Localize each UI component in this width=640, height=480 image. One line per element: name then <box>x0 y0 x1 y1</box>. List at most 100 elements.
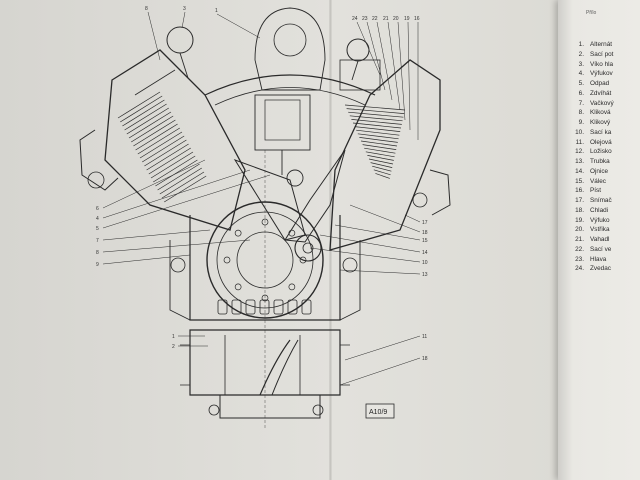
legend-item-number: 22. <box>575 245 584 253</box>
cooling-fin <box>153 155 196 183</box>
cooling-fin <box>164 175 207 203</box>
cooling-fin <box>368 158 394 165</box>
cooling-fin <box>135 123 178 151</box>
bolt-hole <box>288 229 296 237</box>
cooling-fin <box>159 167 202 195</box>
cooling-fin <box>133 119 176 147</box>
legend-item-label: Klikový <box>590 119 611 126</box>
legend-item-label: Alternát <box>590 41 613 48</box>
cooling-fin <box>348 111 404 118</box>
cooling-fin <box>370 162 393 168</box>
callout-left-0: 6 <box>96 206 99 212</box>
legend-item: 13. Trubka <box>560 157 614 167</box>
cooling-fin <box>131 115 174 143</box>
legend-item-number: 13. <box>575 158 584 165</box>
cooling-fin <box>144 139 187 167</box>
legend-item-label: Výfukov <box>590 70 613 78</box>
legend-item: 22. Sací ve <box>560 245 614 255</box>
right-cooling-fins <box>344 104 406 179</box>
left-connecting-rod <box>233 159 306 241</box>
callout-left-5: 9 <box>96 262 99 268</box>
web-slot <box>287 299 298 315</box>
legend-item-label: Výfuko <box>590 216 610 224</box>
legend-item: 12. Ložisko <box>560 147 614 157</box>
legend-item-label: Snímač <box>590 197 612 204</box>
cooling-fin <box>120 95 163 123</box>
legend-item-number: 16. <box>575 187 584 195</box>
crankcase-top <box>204 74 376 106</box>
web-slot <box>273 299 284 315</box>
cooling-fin <box>148 147 191 175</box>
legend-item: 16.Píst <box>560 186 614 196</box>
legend-item-number: 7. <box>578 99 584 107</box>
legend-item: 24.Zvedac <box>560 264 614 274</box>
legend-item-number: 18. <box>575 206 584 214</box>
legend-item-label: Sací ve <box>590 245 612 253</box>
legend-item-number: 9. <box>578 119 584 126</box>
legend-item-number: 12. <box>575 148 584 156</box>
plate-label-text: A10/9 <box>369 409 387 416</box>
cooling-fin <box>354 126 401 132</box>
cooling-fin <box>365 151 395 158</box>
callout-left-1: 4 <box>96 216 99 222</box>
web-slot <box>217 299 228 315</box>
legend-item-label: Ojnice <box>590 167 609 175</box>
bolt-hole <box>299 256 307 264</box>
callout-right-0: 17 <box>422 220 428 226</box>
legend-item-number: 3. <box>578 60 584 68</box>
legend-item-number: 21. <box>575 236 584 243</box>
callout-right-3: 14 <box>422 250 428 256</box>
callout-top-9: 16 <box>414 16 420 22</box>
legend-item-label: Olejová <box>590 138 612 146</box>
legend-item-label: Chladi <box>590 206 609 214</box>
legend-item-label: Odpad <box>590 80 610 87</box>
callout-right-5: 13 <box>422 272 428 278</box>
cooling-fin <box>367 155 394 161</box>
cooling-fin <box>128 111 172 139</box>
web-slot <box>259 299 270 315</box>
left-cooling-fins <box>117 91 207 203</box>
cooling-fin <box>349 115 403 122</box>
cooling-fin <box>351 119 402 125</box>
engine-cross-section-diagram: 8 3 1 24 23 22 21 20 19 16 6 4 5 7 8 9 1… <box>79 6 451 428</box>
alternator <box>254 7 326 91</box>
legend-item-number: 1. <box>578 41 584 48</box>
callout-top-1: 3 <box>183 6 186 12</box>
plate-label: A10/9 <box>365 403 395 419</box>
legend-item-label: Kliková <box>590 109 611 117</box>
legend-item-number: 17. <box>575 197 584 204</box>
legend-item-label: Trubka <box>590 158 610 165</box>
callout-right-4: 10 <box>422 260 428 266</box>
legend-item: 1. Alternát <box>560 40 614 50</box>
callout-right-2: 15 <box>422 238 428 244</box>
legend-item: 18. Chladi <box>560 206 614 216</box>
cooling-fin <box>146 143 189 171</box>
legend-item: 14.Ojnice <box>560 167 614 177</box>
cooling-fin <box>137 127 180 155</box>
legend-item-label: Ložisko <box>590 148 612 156</box>
cooling-fin <box>122 99 165 127</box>
legend-item-label: Sací pot <box>590 50 614 58</box>
cooling-fin <box>155 159 198 187</box>
legend-header: Přílo <box>586 10 597 16</box>
legend-item: 8.Kliková <box>560 108 614 118</box>
cooling-fin <box>357 133 399 140</box>
crankcase-web-slots <box>217 299 312 315</box>
callout-top-8: 19 <box>404 16 410 22</box>
legend-item-label: Vahadl <box>590 236 610 243</box>
legend-item-label: Zdvíhát <box>590 89 612 97</box>
legend-item: 17. Snímač <box>560 196 614 206</box>
callout-bottom-left-0: 1 <box>172 334 175 340</box>
legend-item: 5.Odpad <box>560 79 614 89</box>
callout-right-6: 11 <box>422 334 427 340</box>
callout-top-5: 22 <box>372 16 378 22</box>
legend-item-number: 10. <box>575 128 584 136</box>
cooling-fin <box>124 103 167 131</box>
bolt-hole <box>223 256 231 264</box>
legend-item: 19.Výfuko <box>560 216 614 226</box>
web-slot <box>245 299 256 315</box>
legend-item: 11.Olejová <box>560 138 614 148</box>
cooling-fin <box>373 169 391 176</box>
callout-numbers: 8 3 1 24 23 22 21 20 19 16 6 4 5 7 8 9 1… <box>96 6 428 362</box>
